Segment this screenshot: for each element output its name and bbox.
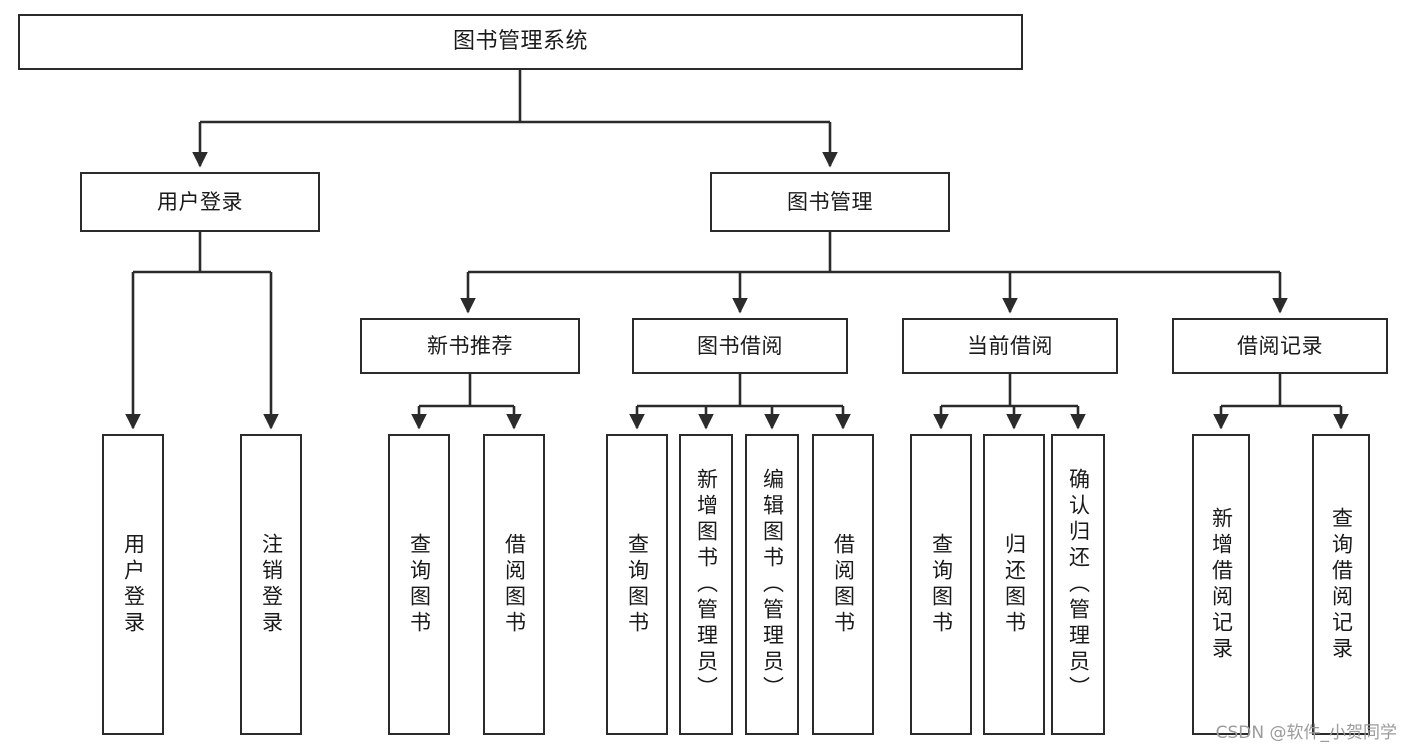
node-label: 编辑图书（管理员） xyxy=(760,467,785,702)
leaf-borrow-book-recommend[interactable]: 借阅图书 xyxy=(483,434,545,735)
leaf-confirm-return-admin[interactable]: 确认归还（管理员） xyxy=(1051,434,1105,735)
node-borrow-record[interactable]: 借阅记录 xyxy=(1172,318,1388,374)
node-label: 查询借阅记录 xyxy=(1329,506,1354,663)
node-label: 新书推荐 xyxy=(427,333,513,358)
node-label: 新增图书（管理员） xyxy=(694,467,719,702)
node-label: 图书借阅 xyxy=(697,333,783,358)
leaf-query-book-current[interactable]: 查询图书 xyxy=(910,434,972,735)
node-label: 查询图书 xyxy=(929,532,954,637)
node-label: 注销登录 xyxy=(259,532,284,637)
leaf-add-book-admin[interactable]: 新增图书（管理员） xyxy=(679,434,733,735)
node-root-system[interactable]: 图书管理系统 xyxy=(18,14,1023,70)
leaf-borrow-book-borrow[interactable]: 借阅图书 xyxy=(812,434,874,735)
node-label: 图书管理 xyxy=(787,189,873,214)
leaf-query-borrow-record[interactable]: 查询借阅记录 xyxy=(1312,434,1370,735)
node-label: 确认归还（管理员） xyxy=(1066,467,1091,702)
node-book-manage[interactable]: 图书管理 xyxy=(710,172,950,232)
node-book-borrow[interactable]: 图书借阅 xyxy=(632,318,848,374)
node-label: 查询图书 xyxy=(625,532,650,637)
node-label: 图书管理系统 xyxy=(452,29,588,55)
node-new-book-recommend[interactable]: 新书推荐 xyxy=(360,318,580,374)
leaf-edit-book-admin[interactable]: 编辑图书（管理员） xyxy=(745,434,799,735)
leaf-add-borrow-record[interactable]: 新增借阅记录 xyxy=(1192,434,1250,735)
node-label: 用户登录 xyxy=(157,189,243,214)
node-current-borrow[interactable]: 当前借阅 xyxy=(902,318,1118,374)
leaf-user-login[interactable]: 用户登录 xyxy=(102,434,164,735)
node-label: 借阅图书 xyxy=(831,532,856,637)
node-label: 用户登录 xyxy=(121,532,146,637)
node-label: 新增借阅记录 xyxy=(1209,506,1234,663)
watermark: CSDN @软件_小贺同学 xyxy=(1215,723,1397,743)
node-label: 归还图书 xyxy=(1002,532,1027,637)
node-label: 借阅记录 xyxy=(1237,333,1323,358)
node-user-login[interactable]: 用户登录 xyxy=(80,172,320,232)
leaf-query-book-borrow[interactable]: 查询图书 xyxy=(606,434,668,735)
leaf-logout-login[interactable]: 注销登录 xyxy=(240,434,302,735)
leaf-return-book[interactable]: 归还图书 xyxy=(983,434,1045,735)
node-label: 当前借阅 xyxy=(967,333,1053,358)
leaf-query-book-recommend[interactable]: 查询图书 xyxy=(388,434,450,735)
node-label: 借阅图书 xyxy=(502,532,527,637)
node-label: 查询图书 xyxy=(407,532,432,637)
